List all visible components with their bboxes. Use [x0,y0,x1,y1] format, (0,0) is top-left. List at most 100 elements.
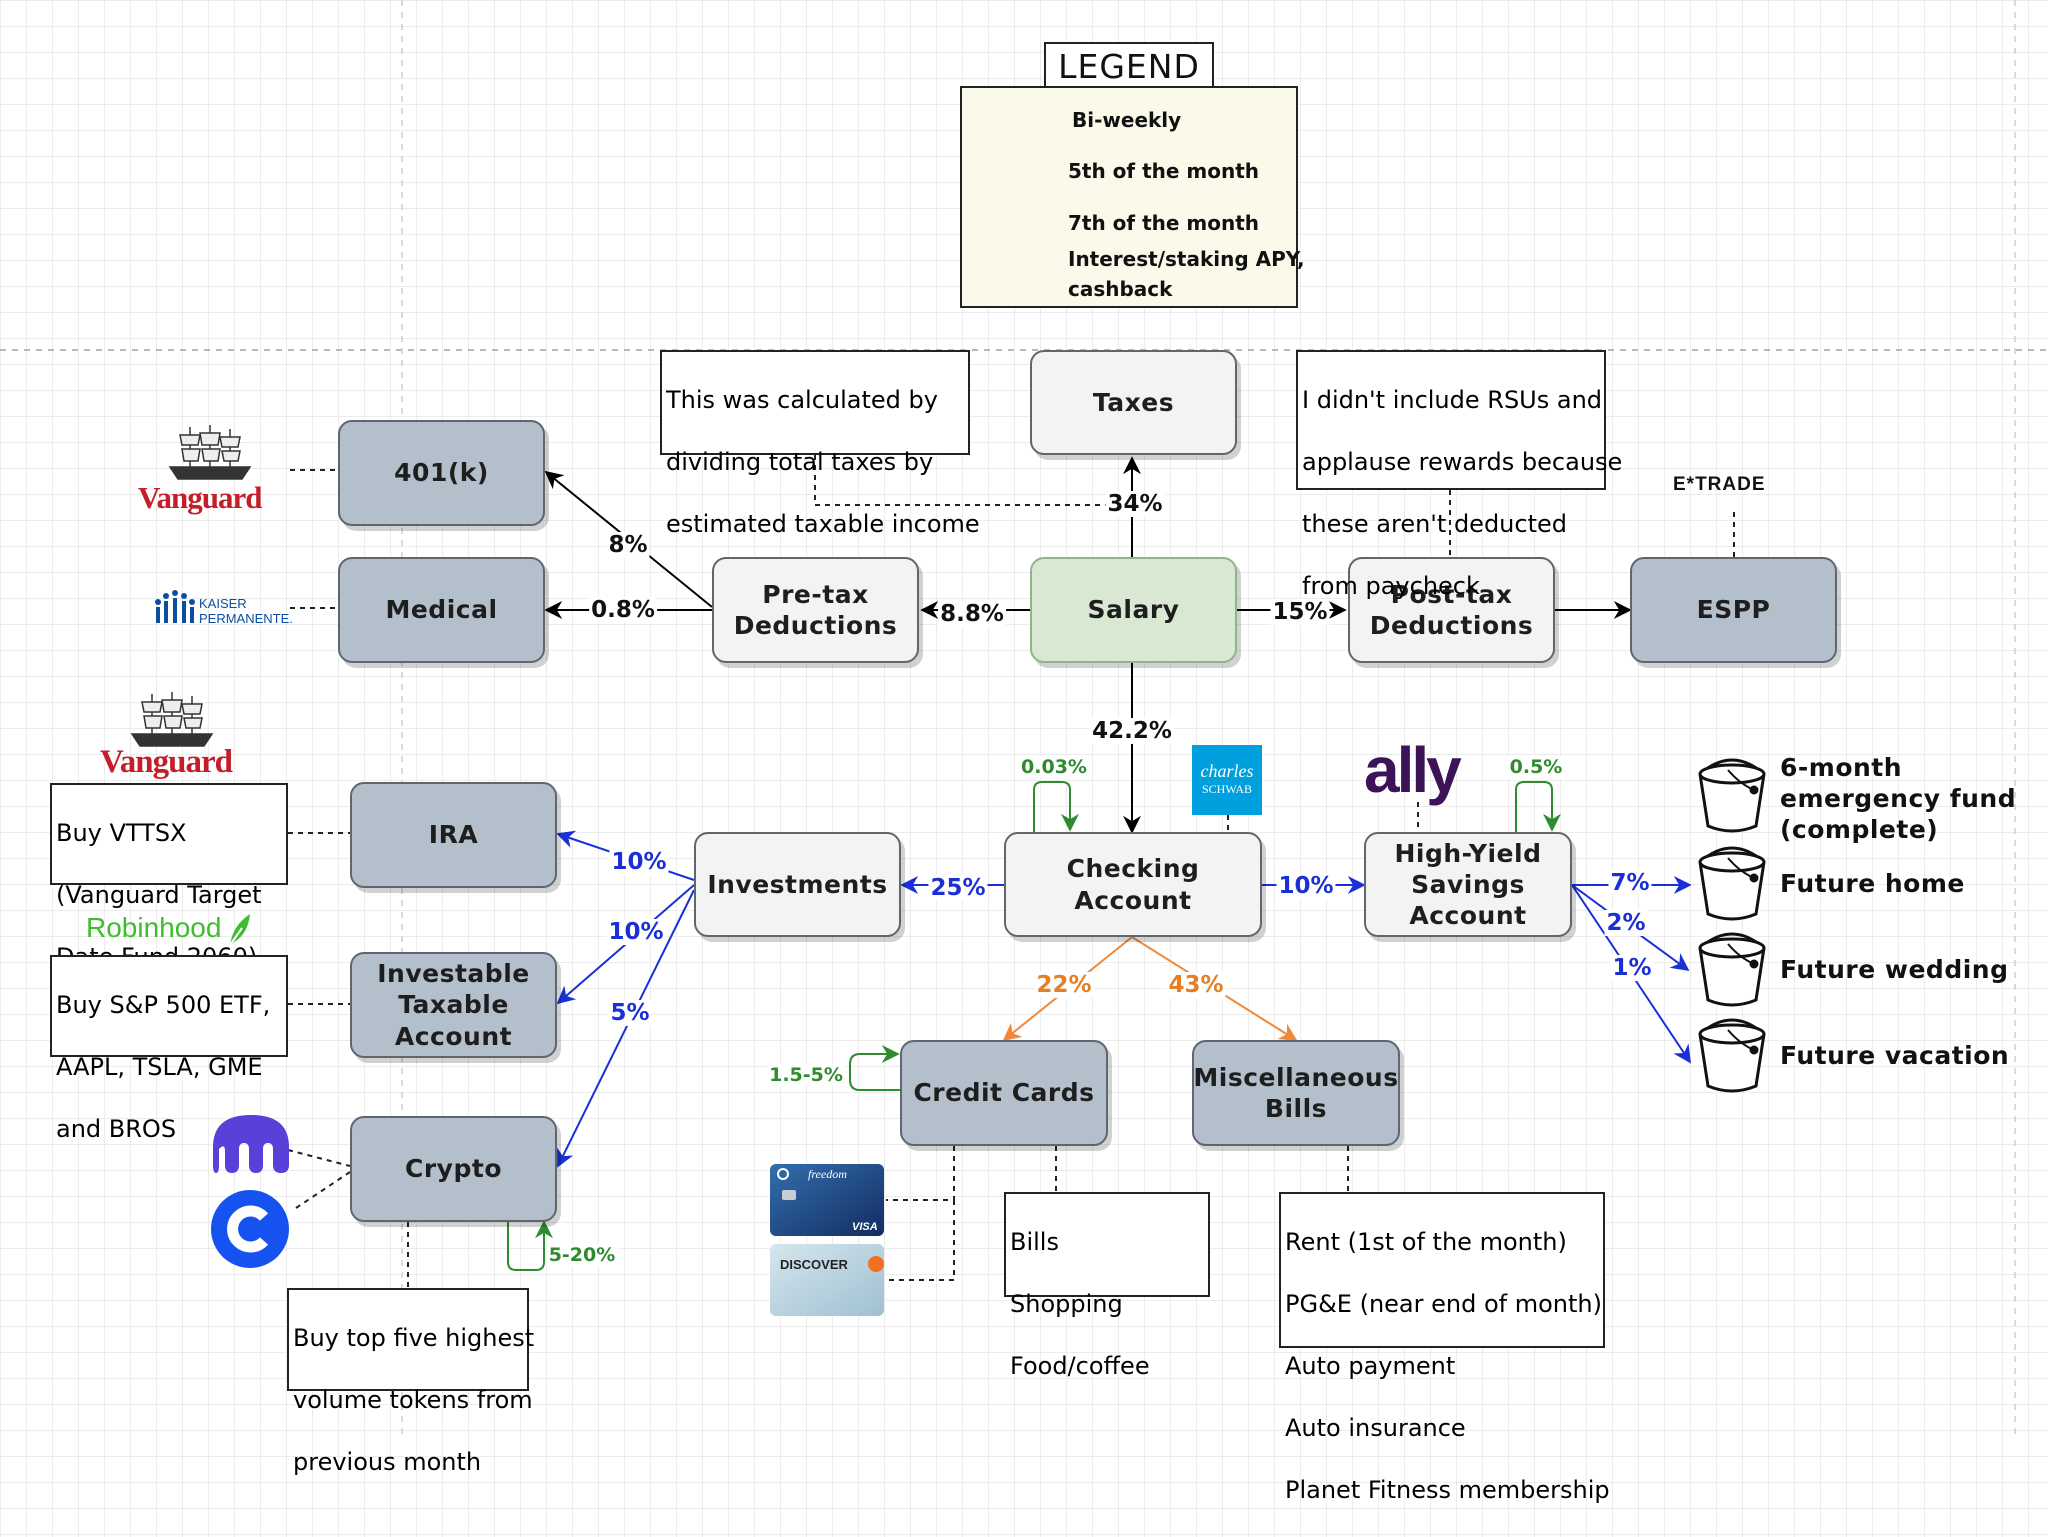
schwab-logo-line: charles [1200,761,1254,781]
note-taxes: This was calculated by dividing total ta… [660,350,980,538]
discover-card-text: DISCOVER [780,1257,848,1272]
robinhood-logo: Robinhood [86,912,222,943]
edge-label-wedding: 2% [1604,910,1648,936]
vanguard-logo: Vanguard [138,480,263,515]
edge-label-checking-interest: 0.03% [1019,756,1089,778]
loop-crypto-staking [507,1220,553,1271]
bucket-label-home: Future home [1780,869,1965,898]
bucket-icons [1698,758,1766,1093]
note-line: Buy VTTSX [56,819,187,847]
ally-logo: ally [1364,734,1462,806]
note-line: Shopping [1010,1290,1123,1318]
node-crypto[interactable]: Crypto [350,1116,557,1222]
bucket-icon [1698,758,1766,833]
note-line: Bills [1010,1228,1059,1256]
schwab-logo: charles SCHWAB [1192,745,1262,815]
node-espp[interactable]: ESPP [1630,557,1837,663]
note-line: previous month [293,1448,482,1476]
note-line: Auto payment [1285,1352,1456,1380]
edge-label-checking: 42.2% [1090,718,1174,744]
bucket-icon [1698,846,1766,921]
note-credit-cards: Bills Shopping Food/coffee [1004,1192,1210,1380]
dash-credit-discover [886,1200,955,1281]
note-line: dividing total taxes by [666,448,934,476]
node-posttax-deductions[interactable]: Post-tax Deductions [1348,557,1555,663]
legend-title: LEGEND [1044,42,1214,88]
loop-checking-interest [1033,781,1079,832]
note-line: from paycheck [1302,572,1480,600]
node-high-yield-savings[interactable]: High-Yield Savings Account [1364,832,1572,937]
dash-crypto-coinbase [295,1171,351,1209]
note-posttax: I didn't include RSUs and applause rewar… [1296,350,1623,600]
note-line: (Vanguard Target [56,881,262,909]
note-line: these aren't deducted [1302,510,1567,538]
edge-label-staking: 5-20% [546,1244,618,1266]
node-investable-taxable[interactable]: Investable Taxable Account [350,952,557,1058]
note-line: estimated taxable income [666,510,980,538]
ship-icon [130,692,214,747]
note-line: Planet Fitness membership [1285,1476,1610,1504]
node-taxes[interactable]: Taxes [1030,350,1237,455]
bucket-label-line: (complete) [1780,815,1939,844]
edge-label-taxable: 10% [606,919,666,945]
edge-label-taxes: 34% [1105,491,1165,517]
note-line: volume tokens from [293,1386,533,1414]
kaiser-logo-line: KAISER [199,596,247,611]
note-taxable: Buy S&P 500 ETF, AAPL, TSLA, GME and BRO… [50,955,288,1143]
node-pretax-deductions[interactable]: Pre-tax Deductions [712,557,919,663]
note-line: AAPL, TSLA, GME [56,1053,263,1081]
note-line: PG&E (near end of month) [1285,1290,1602,1318]
note-line: Food/coffee [1010,1352,1150,1380]
node-salary[interactable]: Salary [1030,557,1237,663]
note-ira: Buy VTTSX (Vanguard Target Date Fund 206… [50,783,288,971]
dash-taxes-note [814,455,1110,506]
kaiser-logo: KAISER PERMANENTE. [199,596,293,626]
edge-label-posttax: 15% [1270,599,1330,625]
edge-label-hysa-interest: 0.5% [1507,756,1565,778]
schwab-logo-line: SCHWAB [1201,782,1252,796]
note-line: applause rewards because [1302,448,1623,476]
feather-icon [227,914,250,949]
bucket-label-line: 6-month [1780,753,1903,782]
freedom-card-icon [770,1164,884,1236]
ship-icon [168,425,252,480]
node-miscellaneous-bills[interactable]: Miscellaneous Bills [1192,1040,1400,1146]
edge-label-vacation: 1% [1610,955,1654,981]
node-investments[interactable]: Investments [694,832,901,937]
node-401k[interactable]: 401(k) [338,420,545,526]
edge-label-medical: 0.8% [589,597,657,623]
visa-card-text: VISA [852,1221,878,1233]
node-credit-cards[interactable]: Credit Cards [900,1040,1108,1146]
edge-label-ira: 10% [609,849,669,875]
bucket-icon [1698,932,1766,1007]
edge-label-investments: 25% [928,875,988,901]
note-line: Rent (1st of the month) [1285,1228,1567,1256]
dash-credit-freedom [886,1146,955,1201]
note-line: I didn't include RSUs and [1302,386,1603,414]
freedom-card-text: freedom [808,1167,847,1181]
edge-label-misc: 43% [1166,972,1226,998]
note-line: Auto insurance [1285,1414,1466,1442]
bucket-label-vacation: Future vacation [1780,1041,2010,1070]
node-medical[interactable]: Medical [338,557,545,663]
edge-label-401k: 8% [606,532,650,558]
edge-label-hysa: 10% [1276,873,1336,899]
note-line: This was calculated by [666,386,938,414]
etrade-logo: E*TRADE [1673,474,1766,495]
node-checking-account[interactable]: Checking Account [1004,832,1262,937]
vanguard-logo: Vanguard [100,744,233,780]
arrow-investments-crypto [557,889,695,1168]
bucket-label-wedding: Future wedding [1780,955,2009,984]
edge-label-crypto: 5% [608,1000,652,1026]
legend-label-interest: Interest/staking APY, cashback [1068,244,1305,304]
node-ira[interactable]: IRA [350,782,557,888]
legend-label-7th: 7th of the month [1068,211,1260,235]
legend-label-biweekly: Bi-weekly [1072,108,1182,132]
kaiser-logo-line: PERMANENTE. [199,611,293,626]
edge-label-credit: 22% [1034,972,1094,998]
loop-hysa-interest [1515,781,1561,832]
edge-label-cashback: 1.5-5% [767,1064,845,1086]
coinbase-icon [211,1190,289,1268]
discover-card-icon [770,1244,884,1316]
bucket-label-line: emergency fund [1780,784,2017,813]
